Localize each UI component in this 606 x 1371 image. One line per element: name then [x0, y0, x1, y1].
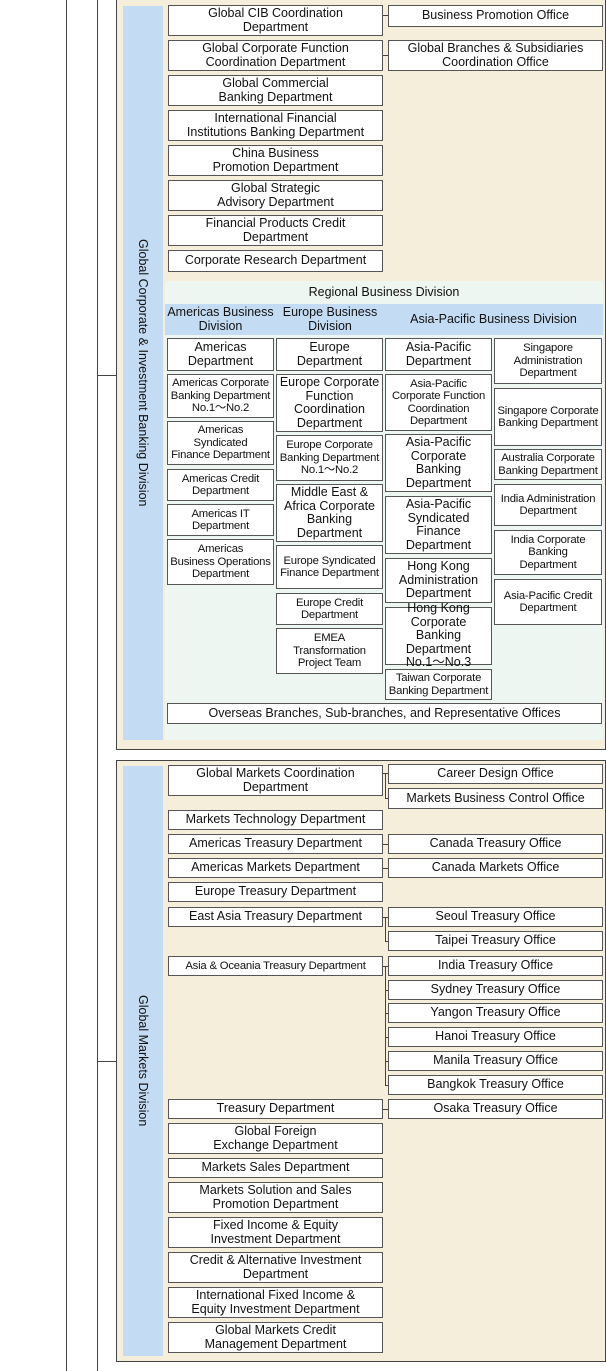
americas-business-division-header: Americas Business Division [165, 304, 276, 335]
markets-office-1: Career Design Office [388, 764, 603, 784]
connector-bangkok [385, 1085, 388, 1086]
cib-division-label: Global Corporate & Investment Banking Di… [123, 6, 163, 740]
connector-asia-oceania-v [385, 966, 386, 1085]
europe-dept-2: Europe Corporate Function Coordination D… [276, 374, 383, 432]
markets-office-13: Osaka Treasury Office [388, 1099, 603, 1119]
regional-business-division-title: Regional Business Division [308, 285, 460, 299]
overseas-branches-box: Overseas Branches, Sub-branches, and Rep… [167, 703, 602, 724]
markets-dept-1: Global Markets Coordination Department [168, 765, 383, 796]
asia-pacific-business-division-header: Asia-Pacific Business Division [384, 304, 603, 335]
asia-pacific-dept-6: Hong Kong Corporate Banking Department N… [385, 602, 492, 669]
connector-yangon [385, 1013, 388, 1014]
outer-left-line [66, 0, 67, 1371]
connector-osaka [383, 1109, 388, 1110]
cib-dept-4: International Financial Institutions Ban… [168, 110, 383, 141]
americas-dept-3: Americas Syndicated Finance Department [167, 421, 274, 465]
cib-office-2: Global Branches & Subsidiaries Coordinat… [388, 40, 603, 71]
cib-dept-8: Corporate Research Department [168, 250, 383, 272]
europe-dept-7: EMEA Transformation Project Team [276, 628, 383, 674]
americas-dept-2: Americas Corporate Banking Department No… [167, 374, 274, 418]
americas-dept-6: Americas Business Operations Department [167, 539, 274, 585]
europe-dept-4: Middle East & Africa Corporate Banking D… [276, 484, 383, 542]
asia-pacific-dept-9: Singapore Corporate Banking Department [494, 388, 602, 446]
asia-pacific-dept-12: India Corporate Banking Department [494, 530, 602, 575]
markets-dept-4: Americas Markets Department [168, 858, 383, 878]
cib-office-1: Business Promotion Office [388, 5, 603, 27]
cib-dept-2: Global Corporate Function Coordination D… [168, 40, 383, 71]
markets-dept-11: Markets Solution and Sales Promotion Dep… [168, 1182, 383, 1213]
europe-business-division-header: Europe Business Division [276, 304, 384, 335]
markets-dept-13: Credit & Alternative Investment Departme… [168, 1252, 383, 1283]
cib-dept-6: Global Strategic Advisory Department [168, 180, 383, 211]
markets-dept-14: International Fixed Income & Equity Inve… [168, 1287, 383, 1318]
org-spine-line [97, 0, 98, 1371]
connector-hanoi [385, 1037, 388, 1038]
markets-office-7: India Treasury Office [388, 956, 603, 976]
markets-dept-6: East Asia Treasury Department [168, 907, 383, 927]
connector-canada-treasury [383, 844, 388, 845]
connector-business-promotion [383, 15, 388, 16]
markets-office-11: Manila Treasury Office [388, 1051, 603, 1071]
americas-dept-4: Americas Credit Department [167, 469, 274, 501]
markets-dept-2: Markets Technology Department [168, 810, 383, 830]
asia-pacific-dept-7: Taiwan Corporate Banking Department [385, 669, 492, 700]
europe-dept-6: Europe Credit Department [276, 593, 383, 625]
asia-pacific-dept-10: Australia Corporate Banking Department [494, 449, 602, 480]
connector-asia-oceania [383, 966, 386, 967]
asia-pacific-dept-11: India Administration Department [494, 484, 602, 526]
markets-office-12: Bangkok Treasury Office [388, 1075, 603, 1095]
europe-dept-3: Europe Corporate Banking Department No.1… [276, 435, 383, 481]
connector-manila [385, 1061, 388, 1062]
markets-dept-10: Markets Sales Department [168, 1158, 383, 1178]
cib-dept-5: China Business Promotion Department [168, 145, 383, 176]
cib-branch-connector [97, 375, 116, 376]
markets-division-title: Global Markets Division [136, 995, 150, 1127]
connector-gm-coordination [383, 773, 386, 774]
asia-pacific-dept-8: Singapore Administration Department [494, 338, 602, 384]
markets-dept-15: Global Markets Credit Management Departm… [168, 1322, 383, 1353]
cib-dept-7: Financial Products Credit Department [168, 215, 383, 246]
markets-office-2: Markets Business Control Office [388, 788, 603, 809]
cib-dept-1: Global CIB Coordination Department [168, 5, 383, 36]
americas-dept-1: Americas Department [167, 338, 274, 371]
connector-global-branches [383, 55, 388, 56]
markets-dept-3: Americas Treasury Department [168, 834, 383, 854]
connector-markets-control [385, 798, 388, 799]
connector-india [385, 966, 388, 967]
connector-east-asia [383, 917, 386, 918]
markets-office-5: Seoul Treasury Office [388, 907, 603, 927]
asia-pacific-dept-4: Asia-Pacific Syndicated Finance Departme… [385, 496, 492, 554]
connector-sydney [385, 990, 388, 991]
markets-office-4: Canada Markets Office [388, 858, 603, 878]
asia-pacific-dept-3: Asia-Pacific Corporate Banking Departmen… [385, 434, 492, 492]
europe-dept-1: Europe Department [276, 338, 383, 371]
markets-branch-connector [97, 1061, 116, 1062]
markets-office-3: Canada Treasury Office [388, 834, 603, 854]
asia-pacific-dept-1: Asia-Pacific Department [385, 338, 492, 371]
connector-taipei [385, 941, 388, 942]
asia-pacific-dept-13: Asia-Pacific Credit Department [494, 579, 602, 625]
markets-dept-9: Global Foreign Exchange Department [168, 1123, 383, 1154]
asia-pacific-dept-2: Asia-Pacific Corporate Function Coordina… [385, 374, 492, 431]
markets-office-8: Sydney Treasury Office [388, 980, 603, 1000]
markets-dept-5: Europe Treasury Department [168, 882, 383, 902]
connector-gm-coordination-v [385, 773, 386, 798]
markets-office-6: Taipei Treasury Office [388, 931, 603, 951]
markets-dept-12: Fixed Income & Equity Investment Departm… [168, 1217, 383, 1248]
markets-division-label: Global Markets Division [123, 766, 163, 1356]
connector-seoul [385, 917, 388, 918]
markets-office-10: Hanoi Treasury Office [388, 1027, 603, 1047]
asia-pacific-dept-5: Hong Kong Administration Department [385, 558, 492, 603]
connector-east-asia-v [385, 917, 386, 941]
americas-dept-5: Americas IT Department [167, 504, 274, 536]
markets-office-9: Yangon Treasury Office [388, 1003, 603, 1023]
markets-dept-7: Asia & Oceania Treasury Department [168, 956, 383, 976]
markets-dept-8: Treasury Department [168, 1099, 383, 1119]
connector-canada-markets [383, 868, 388, 869]
connector-career-design [385, 773, 388, 774]
cib-dept-3: Global Commercial Banking Department [168, 75, 383, 106]
europe-dept-5: Europe Syndicated Finance Department [276, 545, 383, 589]
cib-division-title: Global Corporate & Investment Banking Di… [136, 239, 150, 507]
